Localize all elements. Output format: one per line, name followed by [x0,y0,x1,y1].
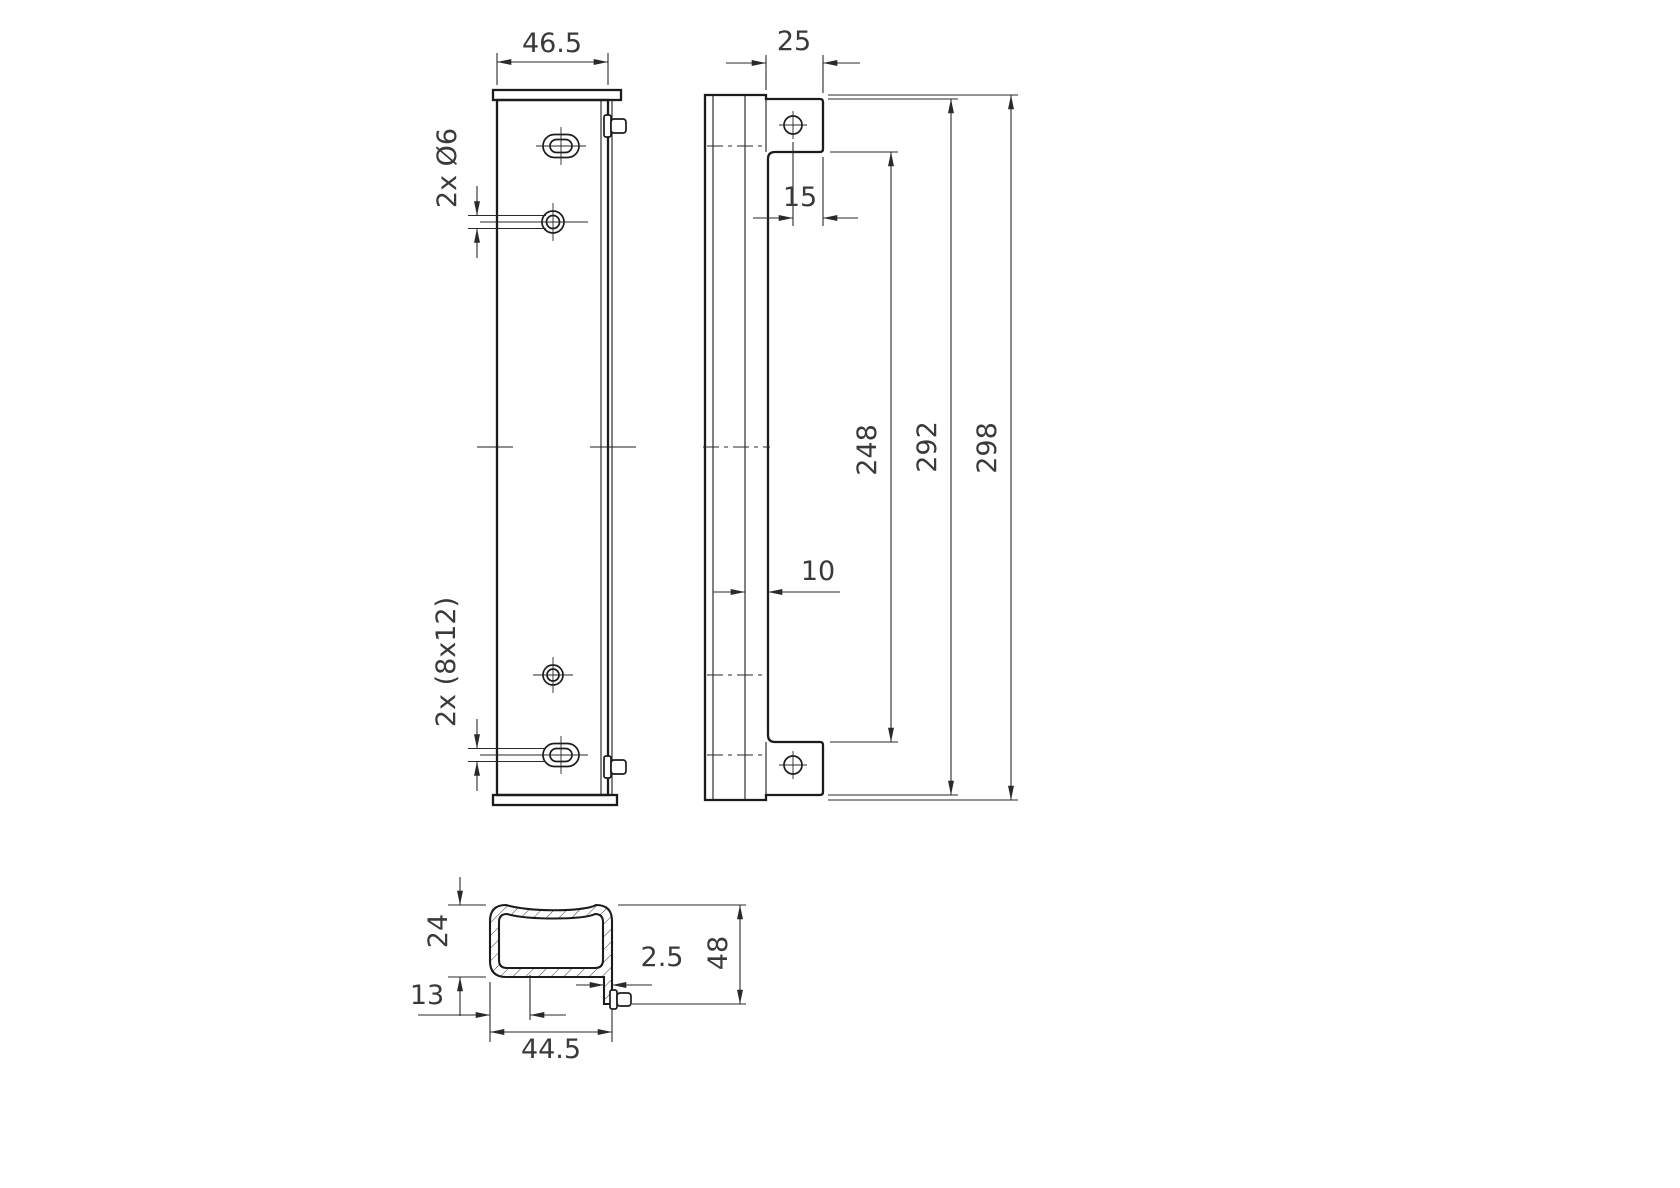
dim-side-total-length: 298 [828,94,1018,801]
dim-section-inner-height-label: 24 [423,914,454,948]
dim-section-total-height-label: 48 [703,936,734,970]
side-view [703,93,825,802]
section-screw [609,989,632,1010]
dim-side-flange-width: 25 [726,26,860,93]
dim-side-inner-length: 248 [830,151,898,743]
dim-section-width: 44.5 [490,1010,613,1065]
dim-front-holes: 2x Ø6 [432,128,588,258]
dim-side-hole-offset: 15 [753,142,858,226]
dim-front-width-label: 46.5 [522,28,582,59]
dim-section-offset-label: 13 [410,980,444,1011]
side-body-outline [703,93,825,802]
side-hole-top [779,111,807,139]
dim-section-thickness: 2.5 [576,942,684,988]
dim-side-web: 10 [713,556,840,595]
side-dimensions: 25 15 10 248 292 [713,26,1018,801]
front-dimensions: 46.5 2x Ø6 2x (8x12) [431,28,609,791]
dim-side-hole-offset-label: 15 [783,182,817,213]
dim-front-slots: 2x (8x12) [431,597,588,791]
dim-side-inner-length-label: 248 [852,424,883,476]
front-screw-bottom [603,755,627,779]
dim-side-body-length: 292 [828,98,958,796]
dim-section-thickness-label: 2.5 [641,942,684,973]
section-profile [488,903,614,1006]
dim-section-inner-height: 24 [423,877,486,1016]
dim-side-web-label: 10 [801,556,835,587]
dim-front-width: 46.5 [496,28,609,85]
dim-side-flange-width-label: 25 [777,26,811,57]
section-dimensions: 24 13 2.5 48 44.5 [410,877,746,1065]
front-bottom-flange [491,793,619,807]
section-view [488,903,632,1010]
dim-section-total-height: 48 [618,904,746,1005]
front-screw-top [603,114,627,138]
dim-section-width-label: 44.5 [521,1034,581,1065]
front-slot-top [536,127,586,165]
dim-front-slots-label: 2x (8x12) [431,597,462,727]
side-hole-bottom [779,751,807,779]
dim-side-body-length-label: 292 [912,421,943,473]
dim-front-holes-label: 2x Ø6 [432,128,463,208]
dim-section-offset: 13 [410,975,566,1042]
dim-side-total-length-label: 298 [972,422,1003,474]
front-hole-bottom [533,657,573,693]
